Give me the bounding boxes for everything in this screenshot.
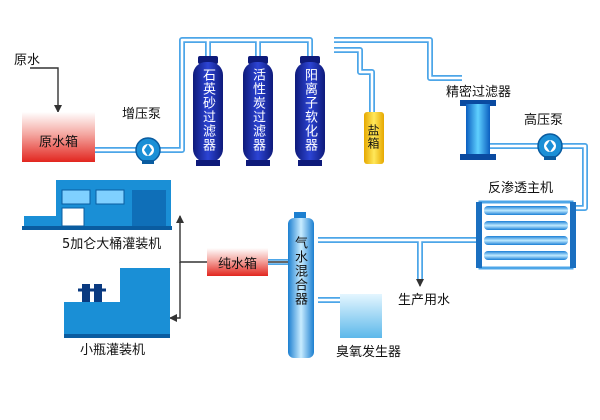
activated-carbon-filter-label: 活性炭过滤器 [250, 68, 265, 152]
ro-membrane-rack [476, 200, 576, 270]
small-bottle-filler-label: 小瓶灌装机 [80, 343, 146, 358]
salt-tank [364, 112, 384, 164]
ozone-generator-label: 臭氧发生器 [336, 345, 402, 360]
cation-softener-vessel [295, 56, 325, 166]
gas-water-mixer-vessel [288, 212, 314, 358]
raw-water-tank-label: 原水箱 [38, 134, 78, 150]
pure-water-tank-label: 纯水箱 [217, 256, 257, 272]
salt-tank-label: 盐箱 [366, 124, 380, 150]
raw-water-tank [22, 112, 95, 162]
booster-pump-label: 增压泵 [122, 107, 162, 122]
to-small-bottle-filler-arrow [169, 262, 181, 322]
high-pressure-pump-label: 高压泵 [524, 113, 564, 128]
precision-filter-label: 精密过滤器 [446, 85, 512, 100]
gallon-filler-label: 5加仑大桶灌装机 [62, 237, 162, 252]
activated-carbon-filter-vessel [243, 56, 273, 166]
gas-water-mixer-label: 气水混合器 [292, 236, 307, 306]
quartz-sand-filter-label: 石英砂过滤器 [200, 68, 215, 152]
small-bottle-filler-machine [64, 268, 170, 338]
cation-softener-label: 阳离子软化器 [302, 68, 317, 152]
pipes [95, 37, 588, 303]
booster-pump-icon [135, 137, 161, 164]
high-pressure-pump-icon [537, 133, 563, 160]
raw-water-label: 原水 [14, 53, 41, 68]
production-water-label: 生产用水 [398, 293, 451, 308]
gallon-filler-machine [22, 180, 172, 230]
pure-water-tank [207, 248, 268, 276]
raw-water-inlet-arrow [30, 67, 62, 113]
precision-filter-vessel [460, 100, 496, 160]
quartz-sand-filter-vessel [193, 56, 223, 166]
ozone-generator-box [340, 294, 382, 338]
ro-main-unit-label: 反渗透主机 [488, 181, 554, 196]
